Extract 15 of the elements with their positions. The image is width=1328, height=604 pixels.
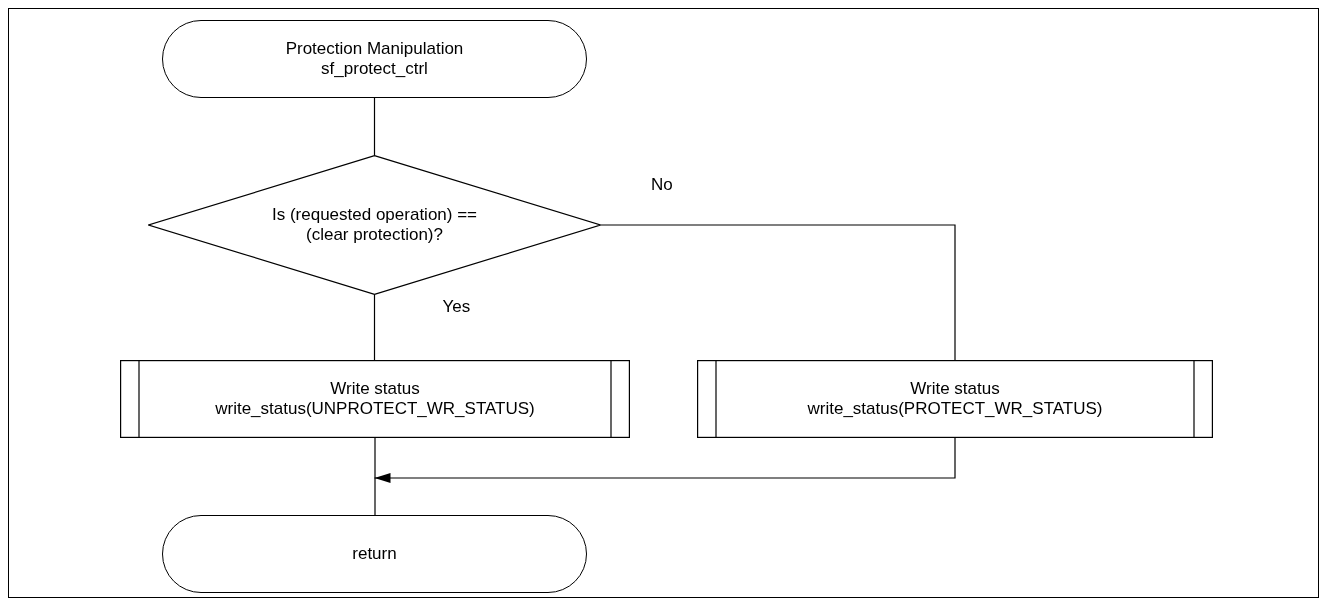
connector-line	[600, 224, 956, 361]
connector-line	[373, 97, 376, 156]
arrow	[373, 437, 956, 483]
node-label: write_status(UNPROTECT_WR_STATUS)	[215, 399, 535, 419]
edge-label: Yes	[442, 297, 471, 317]
node-label: Write status	[909, 379, 1001, 399]
node-label: return	[352, 544, 397, 564]
node-label: Write status	[329, 379, 421, 399]
edge-label: No	[651, 175, 673, 195]
node-label: Protection Manipulation	[285, 39, 464, 59]
connector-line	[374, 437, 376, 516]
node-label: Is (requested operation) == (clear protection)?	[270, 205, 479, 245]
node-label: sf_protect_ctrl	[321, 59, 428, 79]
node-label: write_status(PROTECT_WR_STATUS)	[807, 399, 1103, 419]
connector-line	[373, 294, 376, 361]
